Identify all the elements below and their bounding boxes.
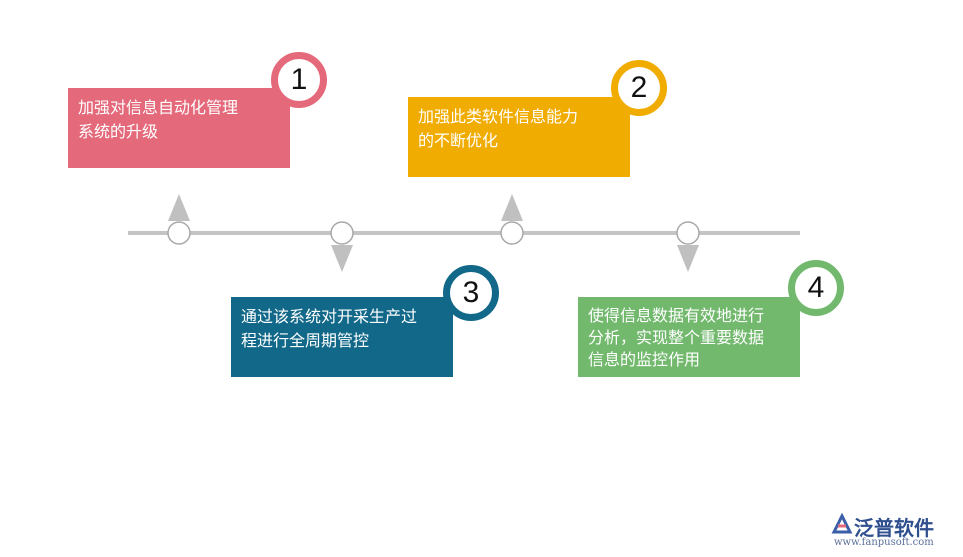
arrow-up-1 <box>168 194 190 221</box>
step-1-line-2: 系统的升级 <box>78 122 159 141</box>
arrow-down-3 <box>331 245 353 272</box>
step-2-line-2: 的不断优化 <box>418 131 499 150</box>
timeline-node-1 <box>167 221 191 245</box>
step-3-box: 通过该系统对开采生产过 程进行全周期管控 <box>231 297 453 377</box>
timeline-node-4 <box>676 221 700 245</box>
logo-name: 泛普软件 <box>854 516 934 540</box>
arrow-up-2 <box>501 194 523 221</box>
step-1-badge: 1 <box>271 52 327 108</box>
timeline-node-3 <box>330 221 354 245</box>
step-4-line-1: 使得信息数据有效地进行 <box>588 306 765 325</box>
step-1-line-1: 加强对信息自动化管理 <box>78 98 239 117</box>
step-1-box: 加强对信息自动化管理 系统的升级 <box>68 88 290 168</box>
step-2-badge: 2 <box>611 60 667 116</box>
step-2-box: 加强此类软件信息能力 的不断优化 <box>408 97 630 177</box>
step-2-line-1: 加强此类软件信息能力 <box>418 107 579 126</box>
fanpu-logo-icon <box>831 512 853 534</box>
step-4-badge: 4 <box>788 260 844 316</box>
timeline-node-2 <box>500 221 524 245</box>
step-3-line-1: 通过该系统对开采生产过 <box>241 307 418 326</box>
step-3-line-2: 程进行全周期管控 <box>241 331 370 350</box>
fanpu-logo: 泛普软件 www.fanpusoft.com <box>830 510 960 554</box>
step-4-line-3: 信息的监控作用 <box>588 350 701 369</box>
logo-url: www.fanpusoft.com <box>834 537 934 548</box>
step-3-badge: 3 <box>443 265 499 321</box>
step-4-line-2: 分析，实现整个重要数据 <box>588 328 765 347</box>
arrow-down-4 <box>677 245 699 272</box>
step-4-box: 使得信息数据有效地进行 分析，实现整个重要数据 信息的监控作用 <box>578 297 800 377</box>
